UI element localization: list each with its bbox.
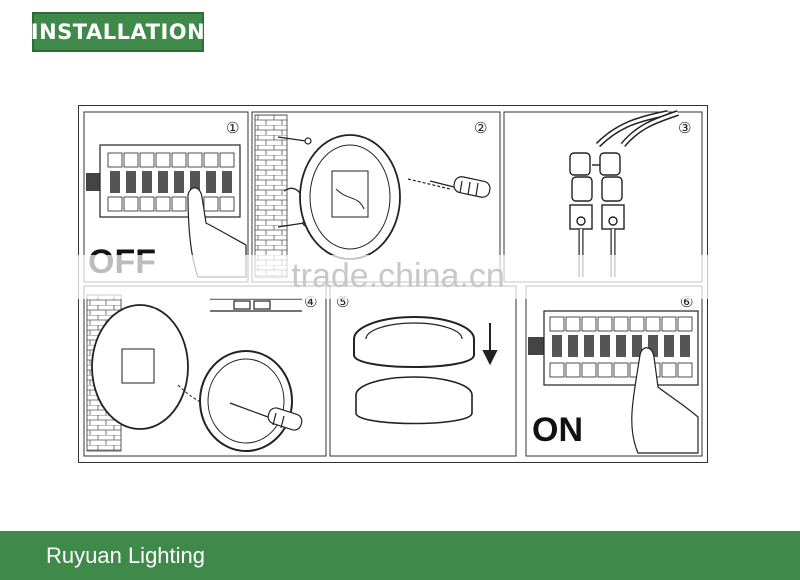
footer-brand: Ruyuan Lighting	[46, 543, 206, 568]
step-3-number: ③	[678, 119, 691, 137]
watermark-band	[78, 255, 708, 299]
terminal-block-icon	[569, 152, 625, 230]
hand-icon-2	[631, 347, 699, 454]
installation-title: INSTALLATION	[30, 20, 206, 44]
step-1-panel: ① OFF	[83, 111, 249, 283]
screwdriver-icon-2	[229, 402, 303, 431]
screwdriver-icon	[407, 176, 491, 198]
hand-icon	[187, 187, 247, 278]
step-3-panel: ③	[503, 110, 703, 283]
installation-diagram: ① OFF ②	[78, 105, 708, 463]
on-label: ON	[532, 411, 583, 449]
cover-ring-icon	[353, 316, 475, 425]
step-1-number: ①	[226, 119, 239, 137]
lamp-base-icon	[299, 134, 401, 260]
step-4-panel: ④	[83, 285, 327, 457]
lamp-body-icon	[199, 350, 293, 452]
step-2-panel: ②	[251, 111, 501, 283]
step-6-panel: ⑥ ON	[525, 285, 703, 457]
watermark-text: trade.china.cn	[291, 257, 505, 295]
breaker-panel-icon-2	[528, 310, 699, 386]
footer-bar: Ruyuan Lighting	[0, 531, 800, 580]
lamp-base-icon-2	[91, 304, 189, 430]
brick-wall-icon	[254, 114, 288, 278]
installation-title-badge: INSTALLATION	[30, 12, 206, 52]
step-2-number: ②	[474, 119, 487, 137]
down-arrow-icon	[482, 323, 498, 366]
breaker-panel-icon	[86, 144, 241, 218]
